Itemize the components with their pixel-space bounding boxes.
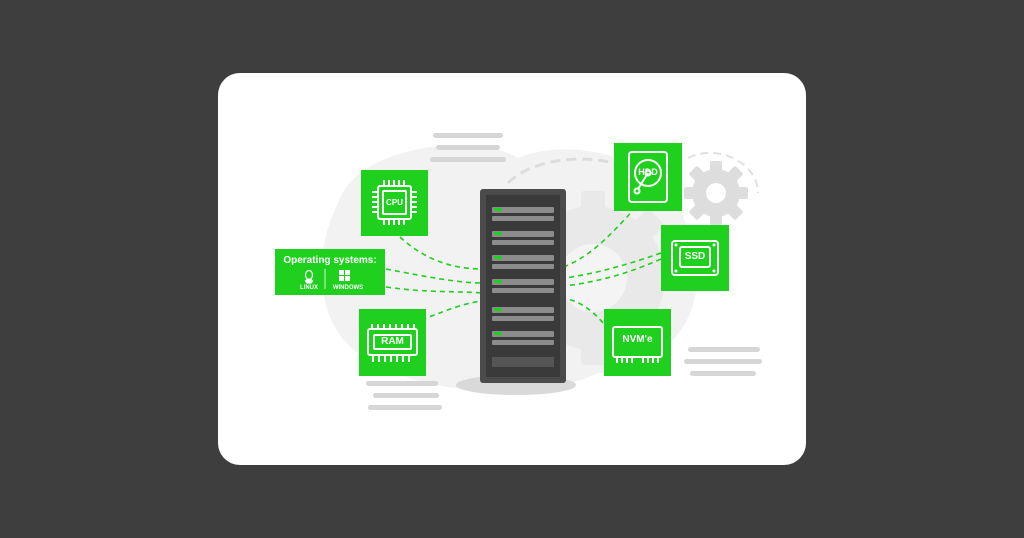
windows-label: WINDOWS [332, 285, 364, 291]
ram-tile: RAM [359, 309, 426, 376]
cpu-chip-icon [372, 180, 417, 225]
linux-penguin-icon [304, 269, 314, 284]
ram-module-icon [367, 324, 418, 362]
cpu-tile: CPU [361, 170, 428, 236]
nvme-label: NVM'e [622, 334, 653, 345]
os-icons [304, 269, 350, 289]
ssd-label: SSD [684, 251, 706, 262]
illustration-card: CPU Operating systems: LINUX WINDOWS [218, 73, 806, 465]
ram-label: RAM [381, 336, 404, 347]
hard-disk-icon [628, 151, 668, 203]
ssd-drive-icon [671, 240, 719, 276]
cpu-label: CPU [386, 198, 403, 207]
nvme-tile: NVM'e [604, 309, 671, 376]
ssd-tile: SSD [661, 225, 729, 291]
hdd-label: HDD [638, 167, 658, 177]
windows-logo-icon [339, 270, 350, 281]
operating-systems-tile: Operating systems: LINUX WINDOWS [275, 249, 385, 295]
hdd-tile: HDD [614, 143, 682, 211]
nvme-module-icon [612, 326, 663, 363]
os-title: Operating systems: [283, 255, 377, 266]
linux-label: LINUX [300, 285, 318, 291]
